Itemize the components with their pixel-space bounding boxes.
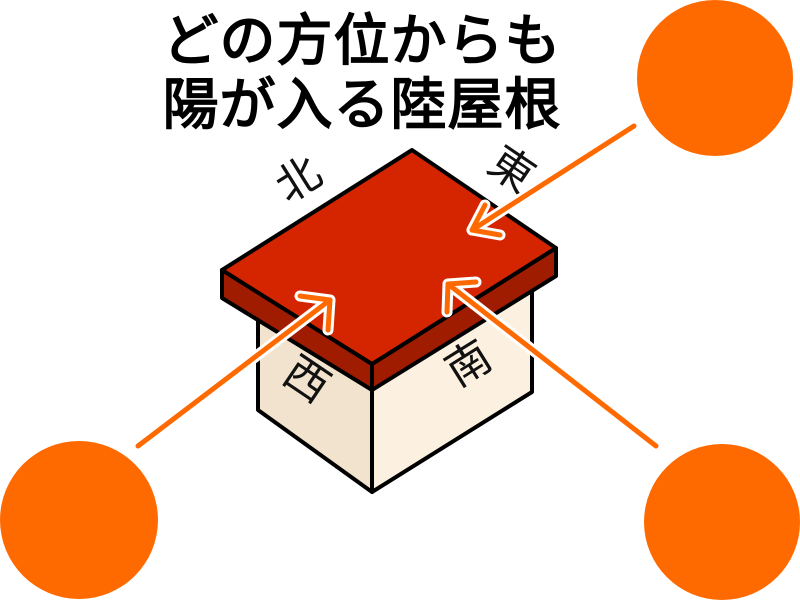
title-line-1: どの方位からも xyxy=(163,9,562,74)
sun-icon-northeast xyxy=(637,0,793,156)
roof-top xyxy=(220,148,558,366)
sunlight-arrow-icon xyxy=(132,290,336,452)
sunlight-arrow-icon xyxy=(466,120,640,241)
sunlight-arrow-icon xyxy=(441,276,662,452)
sun-icon-southwest xyxy=(0,441,158,599)
sun-icon-southeast xyxy=(644,444,800,600)
direction-label-north: 北 xyxy=(267,147,331,214)
title-line-2: 陽が入る陸屋根 xyxy=(163,73,562,138)
